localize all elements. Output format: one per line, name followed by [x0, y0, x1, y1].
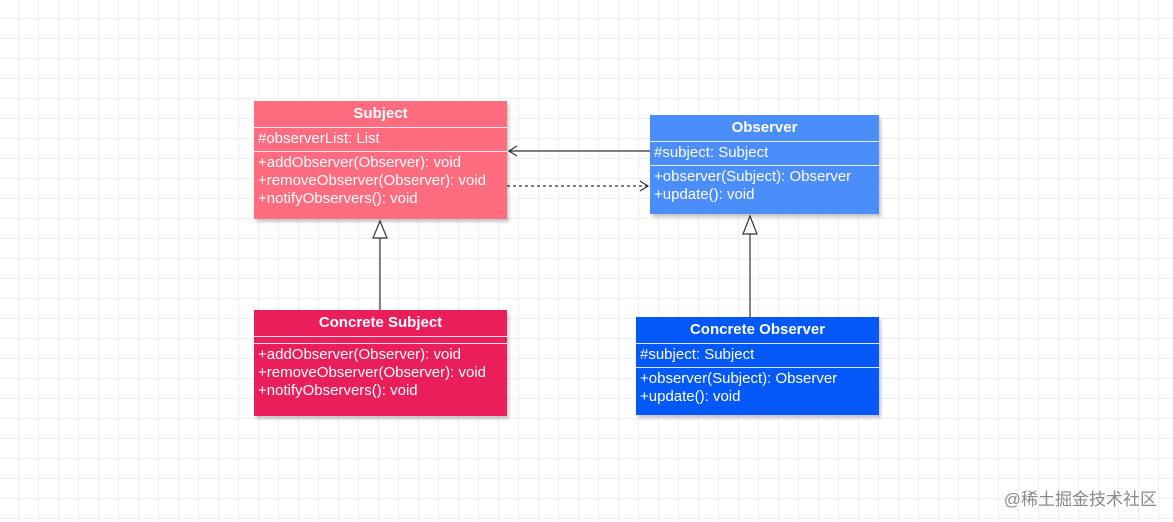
observer-attributes: #subject: Subject — [650, 142, 879, 166]
concrete-observer-class-box[interactable]: Concrete Observer #subject: Subject +obs… — [636, 317, 879, 415]
concrete-observer-attributes: #subject: Subject — [636, 344, 879, 368]
observer-attribute: #subject: Subject — [654, 144, 769, 161]
concrete-observer-method: +observer(Subject): Observer — [640, 370, 838, 387]
concrete-subject-methods: +addObserver(Observer): void +removeObse… — [254, 344, 507, 403]
subject-generalization-arrowhead — [372, 219, 388, 239]
concrete-subject-method: +removeObserver(Observer): void — [258, 364, 486, 381]
subject-class-box[interactable]: Subject #observerList: List +addObserver… — [254, 101, 507, 219]
concrete-observer-method: +update(): void — [640, 388, 741, 405]
subject-method: +removeObserver(Observer): void — [258, 172, 486, 189]
concrete-subject-method: +addObserver(Observer): void — [258, 346, 461, 363]
observer-generalization-arrowhead — [742, 214, 758, 235]
dependency-arrowhead — [639, 180, 650, 192]
subject-class-title: Subject — [254, 101, 507, 128]
concrete-observer-class-title: Concrete Observer — [636, 317, 879, 344]
concrete-subject-class-box[interactable]: Concrete Subject +addObserver(Observer):… — [254, 310, 507, 416]
subject-method: +addObserver(Observer): void — [258, 154, 461, 171]
concrete-subject-method: +notifyObservers(): void — [258, 382, 418, 399]
concrete-observer-methods: +observer(Subject): Observer +update(): … — [636, 368, 879, 409]
subject-method: +notifyObservers(): void — [258, 190, 418, 207]
observer-methods: +observer(Subject): Observer +update(): … — [650, 166, 879, 207]
concrete-observer-attribute: #subject: Subject — [640, 346, 755, 363]
concrete-subject-attributes — [254, 337, 507, 344]
concrete-subject-class-title: Concrete Subject — [254, 310, 507, 337]
observer-class-title: Observer — [650, 115, 879, 142]
watermark-text: @稀土掘金技术社区 — [1003, 490, 1157, 509]
association-arrowhead — [507, 145, 518, 157]
observer-method: +observer(Subject): Observer — [654, 168, 852, 185]
subject-attributes: #observerList: List — [254, 128, 507, 152]
subject-methods: +addObserver(Observer): void +removeObse… — [254, 152, 507, 211]
subject-attribute: #observerList: List — [258, 130, 380, 147]
observer-class-box[interactable]: Observer #subject: Subject +observer(Sub… — [650, 115, 879, 214]
observer-method: +update(): void — [654, 186, 755, 203]
